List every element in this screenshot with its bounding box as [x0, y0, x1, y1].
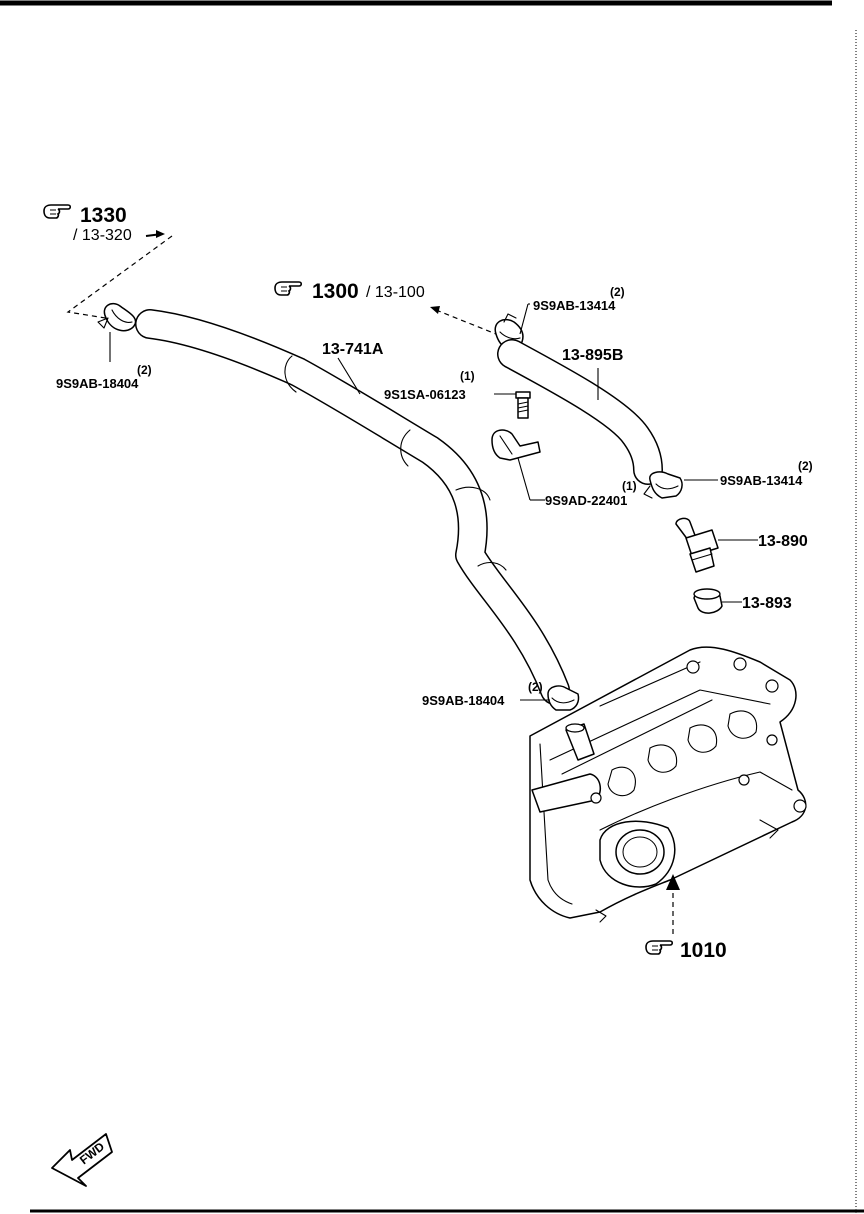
clamp-top-left-code: 9S9AB-18404 — [56, 376, 139, 391]
hand-pointer-icon — [645, 940, 674, 955]
cylinder-head-cover — [529, 646, 807, 923]
bracket-qty: (1) — [622, 479, 637, 493]
clamp-bottom: (2) 9S9AB-18404 — [422, 680, 580, 711]
clamp-top-mid-qty: (2) — [610, 285, 625, 299]
clamp-right-code: 9S9AB-13414 — [720, 473, 803, 488]
ref-1300-sub: / 13-100 — [366, 284, 425, 301]
clamp-right-qty: (2) — [798, 459, 813, 473]
clamp-top-left: (2) 9S9AB-18404 — [56, 302, 152, 391]
hand-pointer-icon — [43, 204, 72, 219]
hose-13-895B-label: 13-895B — [562, 347, 623, 364]
hose-13-741A: 13-741A — [135, 309, 570, 705]
bolt-qty: (1) — [460, 369, 475, 383]
ref-1330: 1330 / 13-320 — [43, 204, 173, 321]
bracket-code: 9S9AD-22401 — [545, 493, 627, 508]
pcv-valve: 13-890 — [675, 517, 808, 573]
grommet-label: 13-893 — [742, 595, 792, 612]
grommet: 13-893 — [693, 588, 792, 614]
bolt: (1) 9S1SA-06123 — [384, 369, 531, 419]
hose-13-741A-label: 13-741A — [322, 341, 384, 358]
clamp-top-mid-code: 9S9AB-13414 — [533, 298, 616, 313]
clamp-top-left-qty: (2) — [137, 363, 152, 377]
hand-pointer-icon — [274, 281, 303, 296]
ref-1330-number: 1330 — [80, 204, 127, 227]
ref-1330-sub: / 13-320 — [73, 227, 132, 244]
fwd-arrow: FWD — [51, 1133, 113, 1187]
ref-1300-number: 1300 — [312, 280, 359, 303]
clamp-bottom-code: 9S9AB-18404 — [422, 693, 505, 708]
clamp-bottom-qty: (2) — [528, 680, 543, 694]
bolt-code: 9S1SA-06123 — [384, 387, 466, 402]
ref-1010: 1010 — [645, 874, 727, 962]
pcv-valve-label: 13-890 — [758, 533, 808, 550]
clamp-right: (2) 9S9AB-13414 — [643, 459, 813, 499]
ref-1010-number: 1010 — [680, 939, 727, 962]
ref-1300: 1300 / 13-100 — [274, 280, 497, 335]
hose-13-895B: 13-895B — [497, 339, 663, 485]
fwd-arrow-icon — [51, 1133, 113, 1187]
bracket: (1) 9S9AD-22401 — [491, 429, 637, 508]
